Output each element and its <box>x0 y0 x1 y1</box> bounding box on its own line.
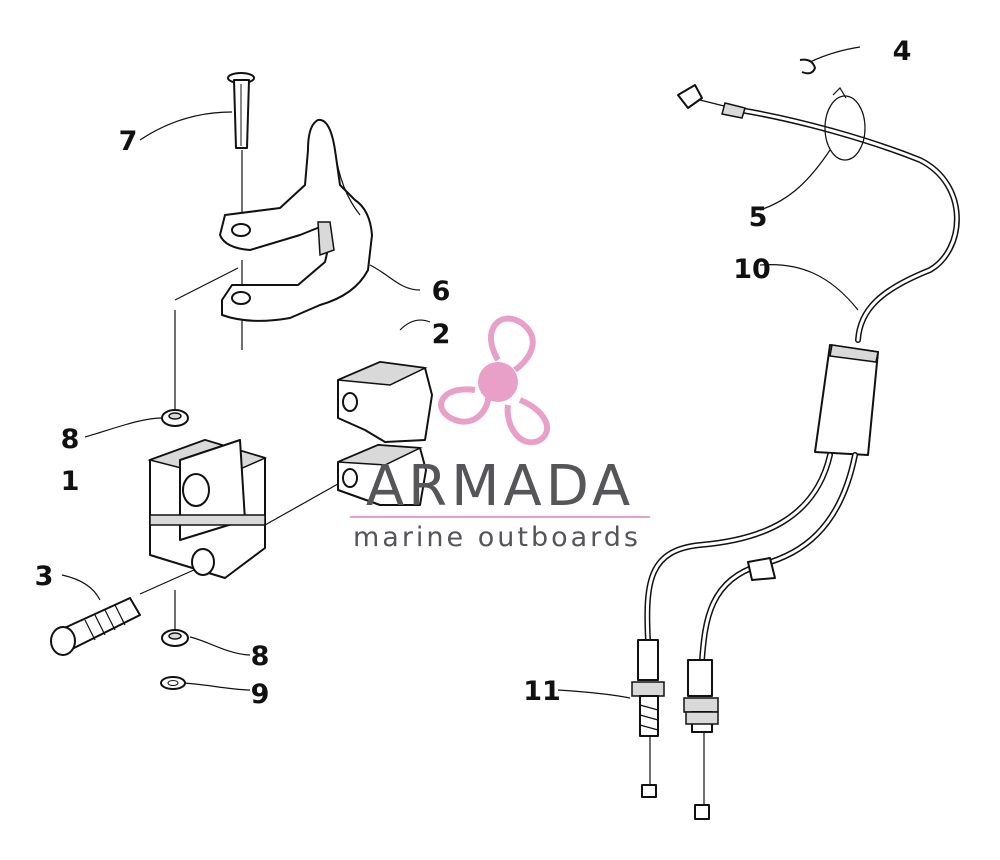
callout-2: 2 <box>432 319 451 350</box>
callout-5: 5 <box>749 202 768 233</box>
lever-part <box>219 118 373 322</box>
callout-7: 7 <box>119 126 138 157</box>
brand-name: ARMADA <box>366 454 634 519</box>
callout-6: 6 <box>432 276 451 307</box>
callout-8-top: 8 <box>61 424 80 455</box>
callout-3: 3 <box>35 561 54 592</box>
adjuster-parts <box>631 639 719 820</box>
callout-11: 11 <box>523 676 561 707</box>
pin-part <box>227 72 255 149</box>
propeller-logo <box>438 315 551 446</box>
callout-8-bottom: 8 <box>251 641 270 672</box>
callout-1: 1 <box>61 466 80 497</box>
washer-parts <box>160 409 189 690</box>
bolt-part <box>50 597 141 656</box>
leader-lines <box>61 46 861 810</box>
propeller-hub <box>478 362 518 402</box>
watermark: ARMADA marine outboards <box>350 315 650 553</box>
clamp-part <box>337 361 433 506</box>
brand-tagline: marine outboards <box>353 522 641 553</box>
callout-10: 10 <box>733 254 771 285</box>
block-part <box>147 439 268 579</box>
callout-labels: 1 2 3 4 5 6 7 8 8 9 10 11 <box>35 36 912 710</box>
clip-and-tie-parts <box>799 58 866 161</box>
cable-part <box>644 84 960 663</box>
callout-4: 4 <box>893 36 912 67</box>
callout-9: 9 <box>251 679 270 710</box>
